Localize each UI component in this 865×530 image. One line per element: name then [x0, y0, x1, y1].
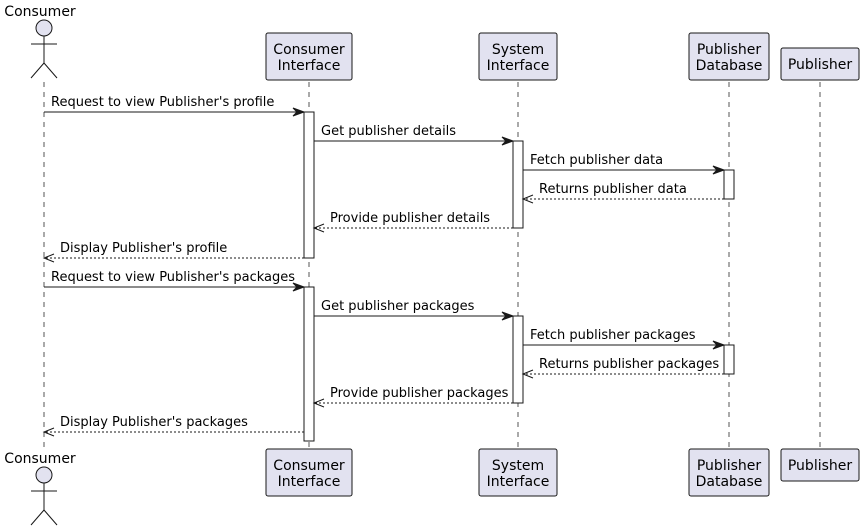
activation-bar-system_ui	[512, 140, 524, 229]
participant-box	[265, 448, 353, 497]
message-10: Returns publisher packages	[521, 357, 724, 379]
participant-label: Consumer	[273, 458, 345, 474]
message-4: Returns publisher data	[521, 182, 724, 204]
participant-box	[478, 448, 558, 497]
participant-label: Publisher	[788, 57, 853, 73]
participant-box	[688, 32, 770, 81]
message-label: Display Publisher's packages	[60, 415, 248, 430]
participant-label: System	[492, 458, 544, 474]
message-2: Get publisher details	[314, 124, 515, 146]
message-label: Request to view Publisher's packages	[51, 270, 295, 285]
message-5: Provide publisher details	[312, 211, 513, 233]
arrowhead-icon	[712, 165, 726, 175]
message-label: Get publisher packages	[321, 299, 475, 314]
activation-bar-publisher_db	[723, 169, 735, 200]
participant-box	[688, 448, 770, 497]
open-arrowhead-icon	[521, 194, 534, 204]
participant-box	[478, 32, 558, 81]
arrowhead-icon	[292, 282, 306, 292]
participant-label: Database	[696, 58, 763, 74]
message-12: Display Publisher's packages	[42, 415, 304, 437]
activation-bars	[303, 111, 735, 442]
activation-bar-system_ui	[512, 315, 524, 404]
actor-figure-icon	[30, 19, 58, 79]
participant-label: Interface	[487, 58, 550, 74]
open-arrowhead-icon	[42, 427, 55, 437]
activation-bar-consumer_ui	[303, 111, 315, 259]
actor-label: Consumer	[4, 4, 76, 20]
message-label: Provide publisher packages	[330, 386, 509, 401]
message-label: Request to view Publisher's profile	[51, 95, 274, 110]
participant-box	[780, 448, 860, 482]
activation-bar-publisher_db	[723, 344, 735, 375]
message-label: Provide publisher details	[330, 211, 490, 226]
message-label: Display Publisher's profile	[60, 241, 227, 256]
message-3: Fetch publisher data	[523, 153, 726, 175]
participant-box	[265, 32, 353, 81]
activation-bar-consumer_ui	[303, 286, 315, 442]
actor-label: Consumer	[4, 451, 76, 467]
message-7: Request to view Publisher's packages	[44, 270, 306, 292]
participant-label: Publisher	[788, 458, 853, 474]
participant-label: Database	[696, 474, 763, 490]
arrowhead-icon	[501, 136, 515, 146]
actor-consumer-bottom: Consumer	[4, 451, 76, 526]
arrowhead-icon	[712, 340, 726, 350]
open-arrowhead-icon	[312, 398, 325, 408]
message-label: Fetch publisher packages	[530, 328, 696, 343]
arrowhead-icon	[292, 107, 306, 117]
open-arrowhead-icon	[42, 253, 55, 263]
message-label: Returns publisher packages	[539, 357, 719, 372]
arrowhead-icon	[501, 311, 515, 321]
participant-label: Publisher	[697, 458, 762, 474]
open-arrowhead-icon	[521, 369, 534, 379]
participant-label: System	[492, 42, 544, 58]
message-label: Get publisher details	[321, 124, 456, 139]
message-9: Fetch publisher packages	[523, 328, 726, 350]
actor-consumer: Consumer	[4, 4, 76, 79]
participant-publisher: Publisher	[780, 448, 860, 482]
participant-label: Interface	[278, 474, 341, 490]
participant-box	[780, 47, 860, 81]
participant-label: Consumer	[273, 42, 345, 58]
participant-label: Publisher	[697, 42, 762, 58]
participant-label: Interface	[278, 58, 341, 74]
message-label: Fetch publisher data	[530, 153, 663, 168]
participant-publisher: Publisher	[780, 47, 860, 81]
message-1: Request to view Publisher's profile	[44, 95, 306, 117]
message-11: Provide publisher packages	[312, 386, 513, 408]
participant-label: Interface	[487, 474, 550, 490]
open-arrowhead-icon	[312, 223, 325, 233]
message-8: Get publisher packages	[314, 299, 515, 321]
message-label: Returns publisher data	[539, 182, 687, 197]
actor-figure-icon	[30, 466, 58, 526]
message-6: Display Publisher's profile	[42, 241, 304, 263]
participants-top: ConsumerConsumerInterfaceSystemInterface…	[4, 4, 860, 81]
